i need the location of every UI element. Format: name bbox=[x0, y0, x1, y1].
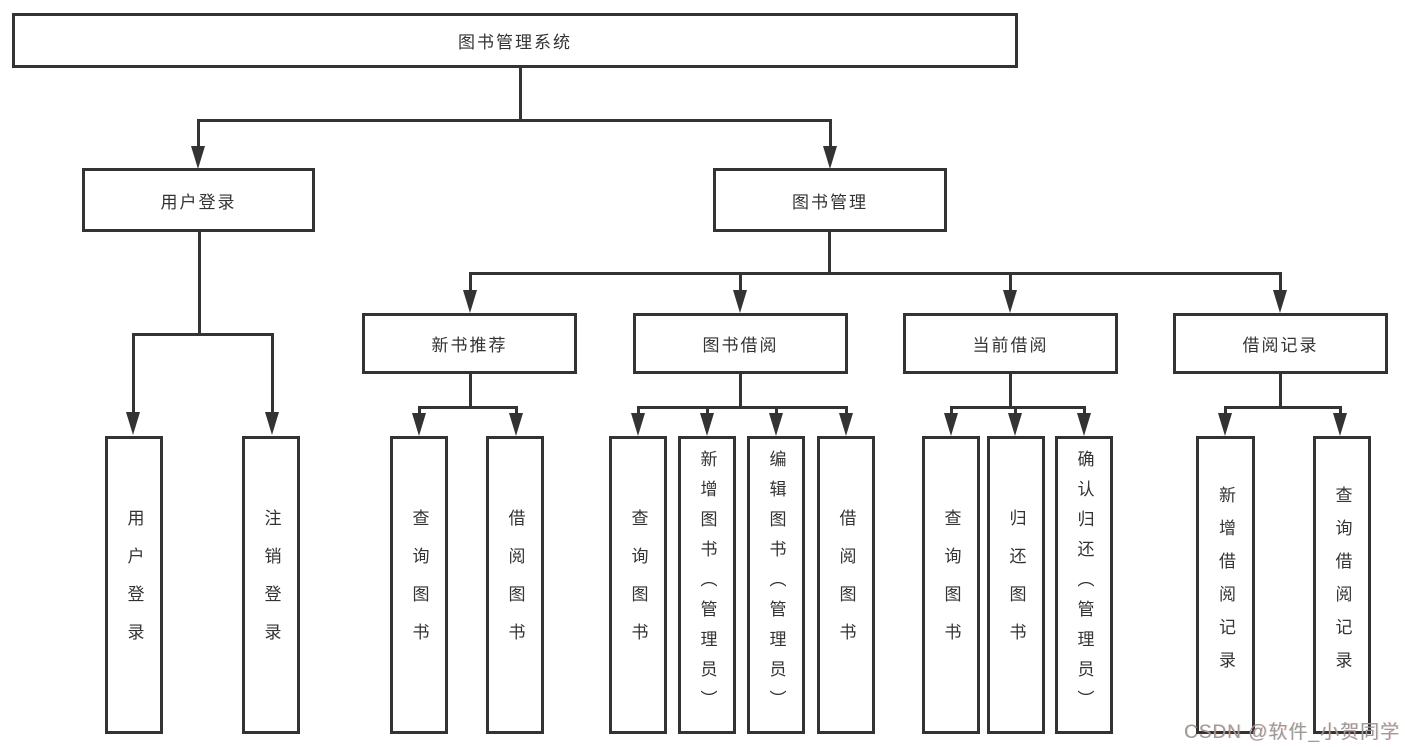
node-book-borrowing: 图书借阅 bbox=[633, 313, 848, 374]
arrow-down-icon bbox=[823, 146, 837, 169]
leaf-query-borrow-record: 查询借阅记录 bbox=[1313, 436, 1371, 734]
leaf-add-books-admin: 新增图书（管理员） bbox=[678, 436, 736, 734]
connector-line bbox=[271, 333, 274, 413]
connector-line bbox=[637, 406, 848, 409]
leaf-return-books: 归还图书 bbox=[987, 436, 1045, 734]
leaf-borrow-books-recommend: 借阅图书 bbox=[486, 436, 544, 734]
arrow-down-icon bbox=[1003, 290, 1017, 313]
arrow-down-icon bbox=[412, 413, 426, 436]
leaf-borrow-books: 借阅图书 bbox=[817, 436, 875, 734]
connector-line bbox=[739, 272, 742, 292]
connector-line bbox=[519, 66, 522, 119]
arrow-down-icon bbox=[733, 290, 747, 313]
arrow-down-icon bbox=[944, 413, 958, 436]
connector-line bbox=[637, 406, 640, 416]
node-book-management: 图书管理 bbox=[713, 168, 947, 232]
leaf-confirm-return-admin: 确认归还（管理员） bbox=[1055, 436, 1113, 734]
arrow-down-icon bbox=[1218, 413, 1232, 436]
connector-line bbox=[1279, 272, 1282, 292]
connector-line bbox=[1224, 406, 1342, 409]
csdn-watermark: CSDN @软件_小贺同学 bbox=[1184, 722, 1400, 743]
arrow-down-icon bbox=[700, 413, 714, 436]
connector-line bbox=[1009, 374, 1012, 408]
connector-line bbox=[829, 119, 832, 147]
arrow-down-icon bbox=[265, 412, 279, 435]
arrow-down-icon bbox=[769, 413, 783, 436]
arrow-down-icon bbox=[126, 412, 140, 435]
connector-line bbox=[469, 272, 472, 292]
node-borrowing-records: 借阅记录 bbox=[1173, 313, 1388, 374]
connector-line bbox=[1083, 406, 1086, 416]
connector-line bbox=[469, 374, 472, 408]
arrow-down-icon bbox=[463, 290, 477, 313]
connector-line bbox=[198, 232, 201, 335]
arrow-down-icon bbox=[509, 413, 523, 436]
connector-line bbox=[845, 406, 848, 416]
connector-line bbox=[469, 272, 1281, 275]
connector-line bbox=[197, 119, 831, 122]
node-library-management-system: 图书管理系统 bbox=[12, 13, 1018, 68]
node-current-borrowing: 当前借阅 bbox=[903, 313, 1118, 374]
connector-line bbox=[775, 406, 778, 416]
arrow-down-icon bbox=[631, 413, 645, 436]
connector-line bbox=[739, 374, 742, 408]
leaf-edit-books-admin: 编辑图书（管理员） bbox=[747, 436, 805, 734]
connector-line bbox=[197, 119, 200, 147]
connector-line bbox=[950, 406, 953, 416]
connector-line bbox=[950, 406, 1086, 409]
connector-line bbox=[132, 333, 274, 336]
leaf-query-books-recommend: 查询图书 bbox=[390, 436, 448, 734]
connector-line bbox=[1339, 406, 1342, 416]
connector-line bbox=[418, 406, 421, 416]
connector-line bbox=[1279, 374, 1282, 408]
arrow-down-icon bbox=[1333, 413, 1347, 436]
arrow-down-icon bbox=[1008, 413, 1022, 436]
connector-line bbox=[1009, 272, 1012, 292]
node-user-login: 用户登录 bbox=[82, 168, 315, 232]
connector-line bbox=[132, 333, 135, 413]
connector-line bbox=[706, 406, 709, 416]
connector-line bbox=[1224, 406, 1227, 416]
leaf-logout: 注销登录 bbox=[242, 436, 300, 734]
arrow-down-icon bbox=[839, 413, 853, 436]
connector-line bbox=[828, 232, 831, 274]
connector-line bbox=[418, 406, 518, 409]
leaf-user-login: 用户登录 bbox=[105, 436, 163, 734]
arrow-down-icon bbox=[191, 146, 205, 169]
leaf-query-books-current: 查询图书 bbox=[922, 436, 980, 734]
leaf-query-books-borrowing: 查询图书 bbox=[609, 436, 667, 734]
leaf-add-borrow-record: 新增借阅记录 bbox=[1196, 436, 1255, 734]
arrow-down-icon bbox=[1273, 290, 1287, 313]
connector-line bbox=[1014, 406, 1017, 416]
connector-line bbox=[515, 406, 518, 416]
arrow-down-icon bbox=[1077, 413, 1091, 436]
node-new-book-recommend: 新书推荐 bbox=[362, 313, 577, 374]
